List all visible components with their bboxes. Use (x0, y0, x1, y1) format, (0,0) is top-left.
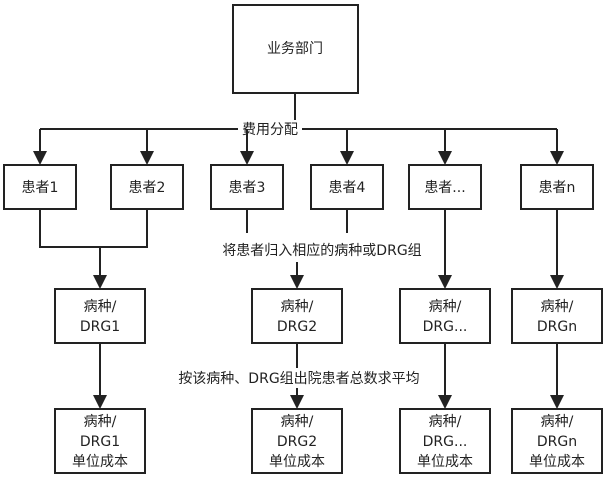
cost-n-line2: DRGn (537, 434, 577, 450)
grouping-label-bg (205, 240, 440, 260)
group-box-n (511, 288, 603, 344)
allocation-label-bg (238, 120, 302, 138)
group-3-line1: 病种/ (429, 299, 462, 315)
patient-label-4: 患者4 (329, 180, 366, 196)
group3-link (438, 209, 452, 289)
cost-1-line1: 病种/ (84, 414, 117, 430)
cost-2-line2: DRG2 (277, 434, 317, 450)
cost-box-3 (399, 408, 491, 474)
cost-n-line3: 单位成本 (529, 454, 585, 470)
dept-label: 业务部门 (267, 41, 323, 57)
grouping-label: 将患者归入相应的病种或DRG组 (222, 242, 421, 259)
group-2-line2: DRG2 (277, 319, 317, 335)
cost-n-line1: 病种/ (541, 414, 574, 430)
cost-3-line2: DRG... (423, 434, 468, 450)
patient-label-2: 患者2 (129, 180, 166, 196)
group-box-1 (54, 288, 146, 344)
group2-merge (246, 209, 348, 289)
patient-box-2 (110, 164, 184, 210)
patient-drops (33, 129, 564, 165)
cost-2-line1: 病种/ (281, 414, 314, 430)
group-n-line2: DRGn (537, 319, 577, 335)
group-3-line2: DRG... (423, 319, 468, 335)
patient-box-3 (210, 164, 284, 210)
patient-label-5: 患者... (424, 180, 465, 196)
cost-1-line2: DRG1 (80, 434, 120, 450)
cost-boxes: 病种/ DRG1 单位成本 病种/ DRG2 单位成本 病种/ DRG... 单… (54, 408, 603, 474)
group-2-line1: 病种/ (281, 299, 314, 315)
cost-box-n (511, 408, 603, 474)
group-n-line1: 病种/ (541, 299, 574, 315)
group-box-3 (399, 288, 491, 344)
patient-label-n: 患者n (539, 180, 576, 196)
group-boxes: 病种/ DRG1 病种/ DRG2 病种/ DRG... 病种/ DRGn (54, 288, 603, 344)
cost-3-line1: 病种/ (429, 414, 462, 430)
cost-1-line3: 单位成本 (72, 454, 128, 470)
patient-boxes: 患者1 患者2 患者3 患者4 患者... 患者n (3, 164, 594, 210)
cost-2-line3: 单位成本 (269, 454, 325, 470)
patient-box-4 (310, 164, 384, 210)
dept-box (232, 4, 359, 94)
averaging-label: 按该病种、DRG组出院患者总数求平均 (178, 371, 419, 387)
averaging-label-bg (156, 368, 443, 388)
cost-box-2 (251, 408, 343, 474)
cost-3-line3: 单位成本 (417, 454, 473, 470)
group4-link (550, 209, 564, 289)
group1-merge (39, 209, 148, 289)
cost-box-1 (54, 408, 146, 474)
patient-label-3: 患者3 (229, 180, 266, 196)
group-1-line2: DRG1 (80, 319, 120, 335)
group-1-line1: 病种/ (84, 299, 117, 315)
allocation-label: 费用分配 (242, 122, 298, 138)
patient-label-1: 患者1 (22, 180, 59, 196)
patient-box-5 (408, 164, 482, 210)
